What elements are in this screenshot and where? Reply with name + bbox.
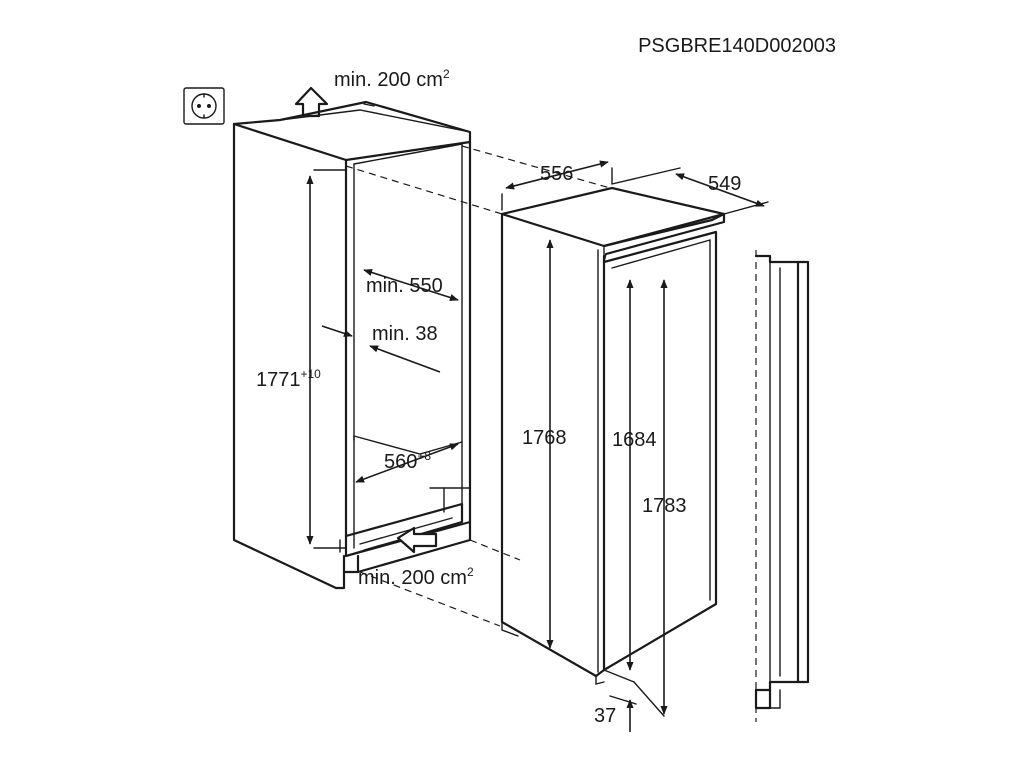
niche-width-tolerance: +8: [417, 449, 431, 463]
appliance-depth-dimension: [611, 167, 769, 215]
appliance-height-label: 1768: [522, 427, 567, 449]
niche-width-value: 560: [384, 451, 417, 473]
niche-depth-label: min. 550: [366, 275, 443, 297]
bottom-ventilation-superscript: 2: [467, 565, 474, 579]
electrical-socket-icon: [183, 87, 225, 125]
niche-height-tolerance: +10: [301, 367, 322, 381]
niche-height-dimension: [306, 169, 347, 549]
bottom-ventilation-text: min. 200 cm: [358, 567, 467, 589]
wall-gap-arrow-right: [369, 345, 441, 373]
niche-height-label: 1771+10: [256, 367, 321, 391]
plinth-offset-label: 37: [594, 705, 616, 727]
niche-height-value: 1771: [256, 369, 301, 391]
bottom-ventilation-label: min. 200 cm2: [358, 565, 474, 589]
top-ventilation-label: min. 200 cm2: [334, 67, 450, 91]
wall-gap-label: min. 38: [372, 323, 438, 345]
side-profile-view: [754, 250, 810, 722]
top-ventilation-text: min. 200 cm: [334, 69, 443, 91]
refrigerator-appliance: [500, 186, 726, 685]
diagram-code: PSGBRE140D002003: [638, 35, 836, 57]
air-inlet-arrow-icon: [396, 526, 438, 554]
niche-width-arrow: [355, 443, 459, 483]
appliance-depth-label: 549: [708, 173, 741, 195]
appliance-width-dimension: [501, 160, 613, 211]
top-ventilation-superscript: 2: [443, 67, 450, 81]
niche-width-label: 560+8: [384, 449, 431, 473]
total-height-dimension: [633, 279, 668, 717]
kitchen-niche-cabinet: [232, 100, 472, 590]
wall-gap-arrow-left: [321, 325, 353, 337]
air-outlet-arrow-icon: [294, 86, 329, 118]
niche-depth-arrow: [363, 269, 459, 301]
door-height-label: 1684: [612, 429, 657, 451]
appliance-width-label: 556: [540, 163, 573, 185]
plinth-offset-dimension: [609, 695, 637, 732]
projection-lines: [345, 145, 611, 627]
total-height-label: 1783: [642, 495, 687, 517]
